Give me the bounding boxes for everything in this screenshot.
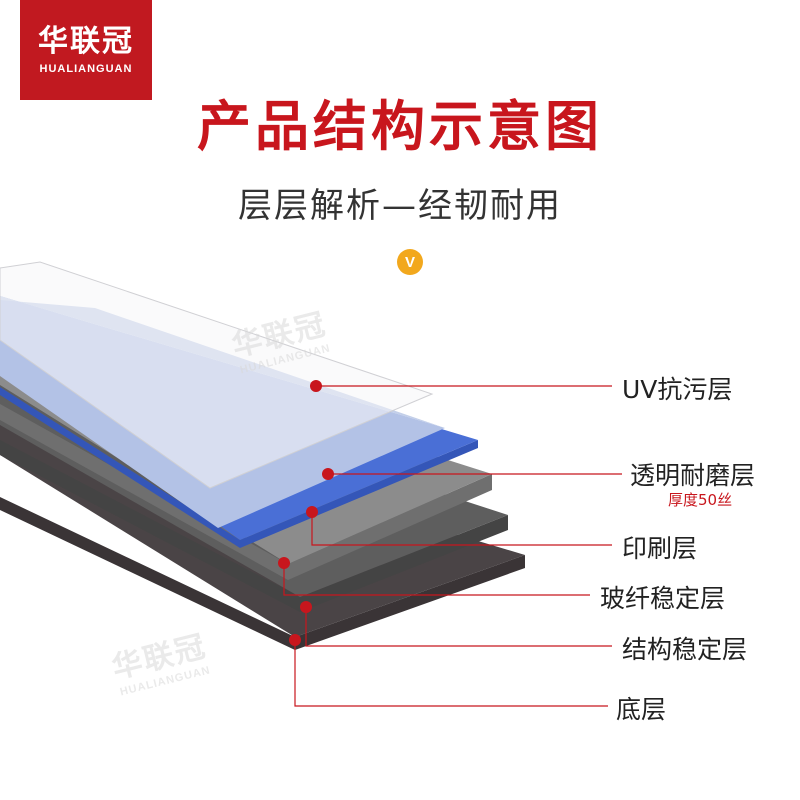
layer-label-structure: 结构稳定层 — [622, 635, 748, 664]
brand-name-cn: 华联冠 — [38, 24, 134, 59]
layer-label-base: 底层 — [616, 695, 667, 724]
leader-glassfiber — [283, 563, 590, 596]
dot-structure — [300, 601, 312, 613]
leader-dots — [278, 380, 334, 646]
page-subtitle: 层层解析—经韧耐用 — [238, 186, 562, 226]
layer-label-print: 印刷层 — [622, 534, 698, 563]
layer-structure-side — [0, 440, 508, 612]
dot-print — [306, 506, 318, 518]
leader-print — [311, 512, 612, 546]
leader-structure — [305, 607, 612, 647]
layer-label-wear: 透明耐磨层 — [630, 461, 756, 490]
leader-base — [294, 640, 608, 707]
dot-base — [289, 634, 301, 646]
leader-lines — [283, 385, 622, 707]
dot-uv — [310, 380, 322, 392]
dot-wear — [322, 468, 334, 480]
layer-label-glassfiber: 玻纤稳定层 — [600, 584, 726, 613]
brand-name-en: HUALIANGUAN — [39, 63, 133, 75]
chevron-down-icon: V — [397, 249, 423, 275]
layer-base-side — [0, 497, 525, 650]
brand-logo: 华联冠 HUALIANGUAN — [20, 0, 152, 100]
layer-glassfiber-side — [0, 404, 492, 580]
layer-label-uv: UV抗污层 — [622, 375, 733, 404]
layer-uv — [0, 261, 434, 489]
layer-note-wear-thickness: 厚度50丝 — [668, 491, 733, 509]
page-title: 产品结构示意图 — [197, 95, 603, 158]
dot-glassfiber — [278, 557, 290, 569]
